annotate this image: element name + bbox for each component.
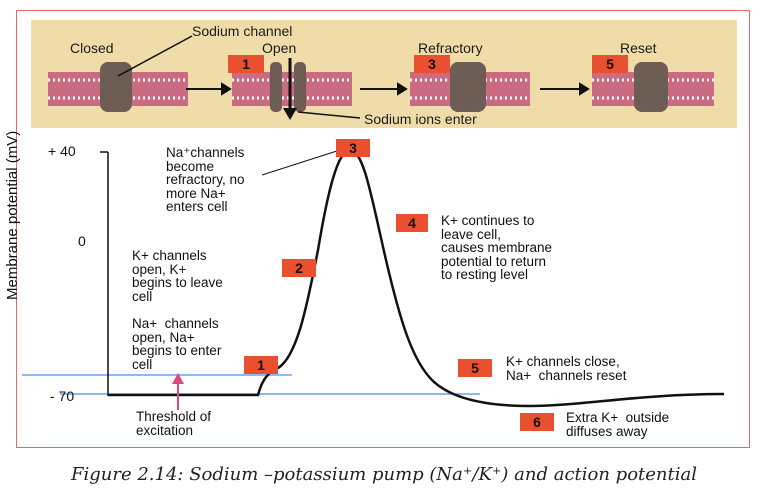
step-number-5: 5: [458, 359, 492, 377]
sodium-entry-arrow: [283, 58, 361, 120]
note-na-open: Na+ channels open, Na+ begins to enter c…: [132, 316, 222, 372]
tick-zero: 0: [78, 233, 86, 249]
step-number-4: 4: [396, 214, 428, 232]
note-k-open: K+ channels open, K+ begins to leave cel…: [132, 248, 223, 304]
tick-plus40: + 40: [48, 143, 76, 159]
membrane-open: [232, 62, 352, 112]
banner-number-5: 5: [592, 55, 628, 73]
sodium-channel-pointer: [117, 35, 193, 77]
note-threshold: Threshold of excitation: [136, 409, 212, 438]
channel-protein-closed: [100, 62, 132, 112]
note-k-close: K+ channels close, Na+ channels reset: [506, 354, 627, 383]
y-axis-label: Membrane potential (mV): [4, 130, 21, 300]
note-na-refractory: Na⁺channels become refractory, no more N…: [166, 145, 245, 214]
figure-frame: [16, 10, 750, 448]
step-number-6: 6: [520, 413, 554, 431]
stage-label-refractory: Refractory: [418, 40, 483, 56]
step-number-2: 2: [282, 259, 316, 277]
stage-label-reset: Reset: [620, 40, 657, 56]
membrane-refractory: [410, 62, 530, 112]
membrane-closed: [48, 62, 188, 112]
step-number-3: 3: [336, 139, 370, 157]
stage-arrows: [186, 82, 590, 96]
tick-minus70: - 70: [50, 388, 75, 404]
step-number-1: 1: [244, 356, 278, 374]
stage-label-closed: Closed: [70, 40, 114, 56]
banner-number-3: 3: [414, 55, 450, 73]
note-extra-k: Extra K+ outside diffuses away: [566, 410, 670, 439]
membrane-reset: [592, 62, 714, 112]
sodium-enter-label: Sodium ions enter: [364, 111, 477, 127]
note-k-continues: K+ continues to leave cell, causes membr…: [441, 213, 553, 282]
refractory-pointer: [261, 149, 341, 176]
threshold-arrow: [172, 373, 184, 410]
action-potential-curve: [108, 148, 725, 408]
banner-number-1: 1: [228, 55, 264, 73]
sodium-channel-label: Sodium channel: [192, 23, 293, 39]
stage-label-open: Open: [262, 40, 297, 56]
figure-caption: Figure 2.14: Sodium –potassium pump (Na⁺…: [70, 464, 697, 485]
